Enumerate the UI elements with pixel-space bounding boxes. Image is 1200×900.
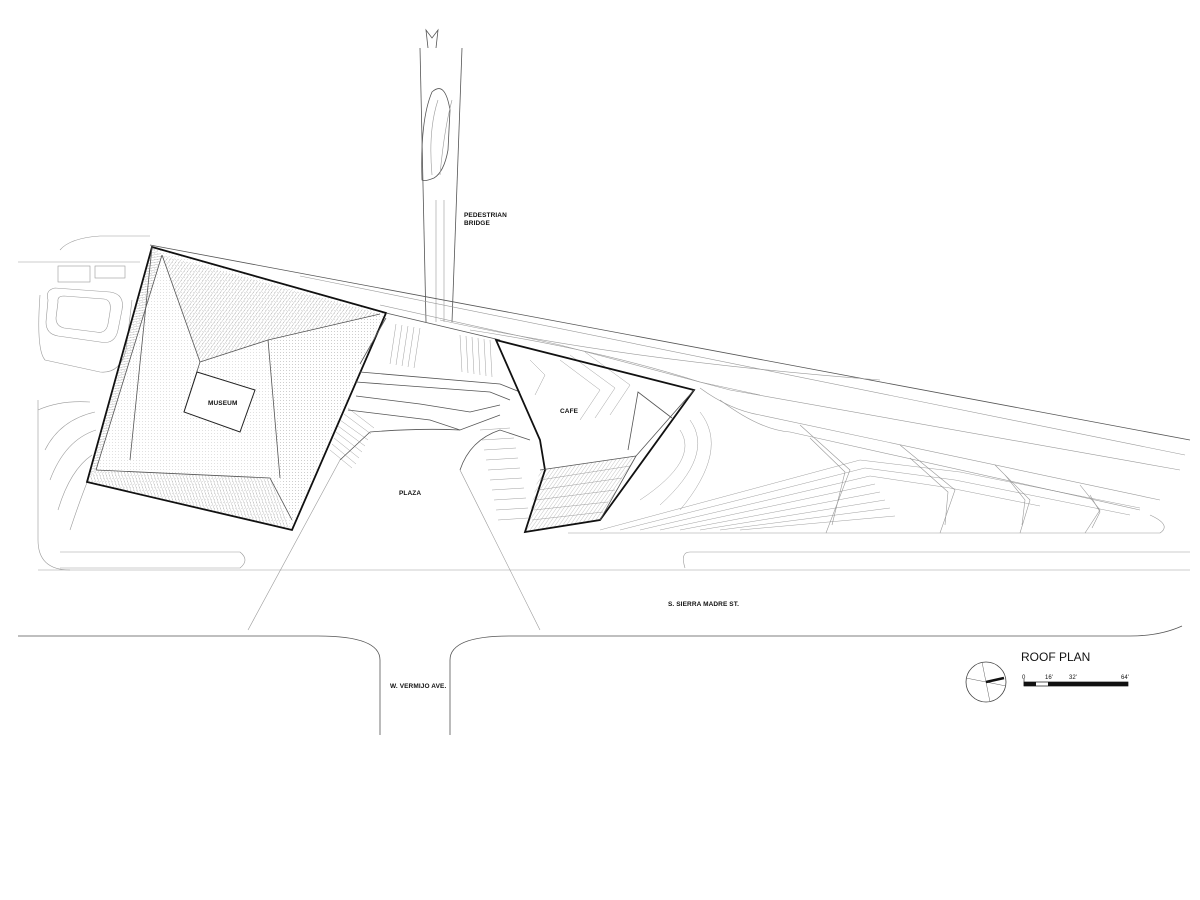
label-plaza: PLAZA: [399, 490, 421, 497]
drawing-labels: PEDESTRIAN BRIDGE MUSEUM CAFE PLAZA S. S…: [208, 212, 739, 690]
title-block: ROOF PLAN 0 16' 32' 64': [1021, 650, 1129, 687]
scale-tick-16: 16': [1045, 675, 1053, 681]
label-pedestrian-bridge-1: PEDESTRIAN: [464, 212, 507, 219]
label-cafe: CAFE: [560, 408, 579, 415]
plaza-connector: [329, 312, 531, 521]
label-street-cross: W. VERMIJO AVE.: [390, 683, 446, 690]
label-museum: MUSEUM: [208, 400, 238, 407]
museum-roof: [85, 245, 388, 532]
cafe-roof: [494, 338, 696, 534]
drawing-title: ROOF PLAN: [1021, 650, 1090, 664]
scale-tick-64: 64': [1121, 675, 1129, 681]
scale-tick-0: 0: [1022, 675, 1026, 681]
label-street-main: S. SIERRA MADRE ST.: [668, 601, 739, 608]
label-pedestrian-bridge-2: BRIDGE: [464, 220, 490, 227]
scale-tick-32: 32': [1069, 675, 1077, 681]
north-arrow-icon: [965, 661, 1007, 703]
pedestrian-bridge: [419, 28, 463, 323]
landscape-terraces: [149, 244, 1191, 534]
street-lines: [18, 400, 1190, 735]
scale-bar: 0 16' 32' 64': [1022, 675, 1129, 687]
